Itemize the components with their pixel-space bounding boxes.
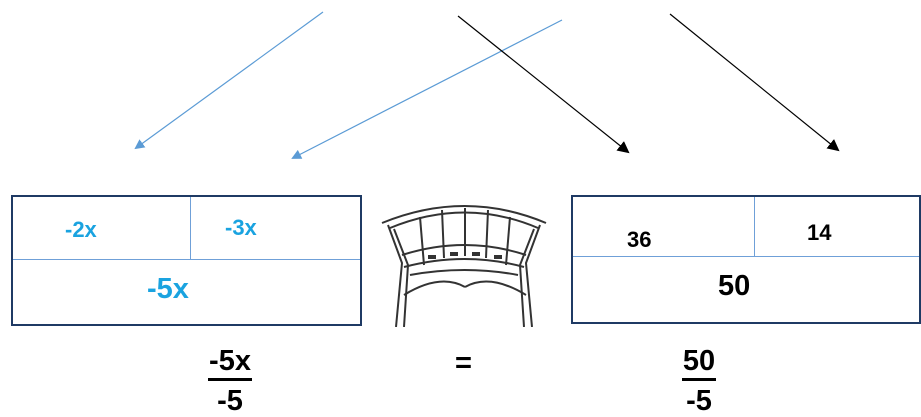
right-top-right-value: 14 [807,220,832,245]
right-value-box: 36 14 50 [571,195,921,324]
left-box-horizontal-divider [13,259,360,260]
right-box-vertical-divider [754,197,755,257]
blue-arrow-left [134,11,324,150]
right-box-horizontal-divider [573,256,919,257]
left-fraction-numerator: -5x [208,347,252,381]
equals-sign: = [455,347,472,379]
black-arrow-right [669,13,840,152]
left-box-vertical-divider [190,197,191,260]
right-top-left-value: 36 [627,227,652,252]
left-top-left-term: -2x [65,217,97,242]
left-fraction: -5x -5 [190,347,270,416]
left-fraction-denominator: -5 [217,385,243,417]
left-bottom-term: -5x [147,273,189,305]
left-top-right-term: -3x [225,215,257,240]
right-fraction: 50 -5 [664,347,734,416]
right-bottom-value: 50 [718,270,751,302]
blue-arrow-right [291,19,563,159]
right-fraction-denominator: -5 [686,385,712,417]
black-arrow-left [457,15,630,154]
left-expression-box: -2x -3x -5x [11,195,362,326]
bridge-balance-icon [381,205,547,327]
right-fraction-numerator: 50 [681,347,717,381]
